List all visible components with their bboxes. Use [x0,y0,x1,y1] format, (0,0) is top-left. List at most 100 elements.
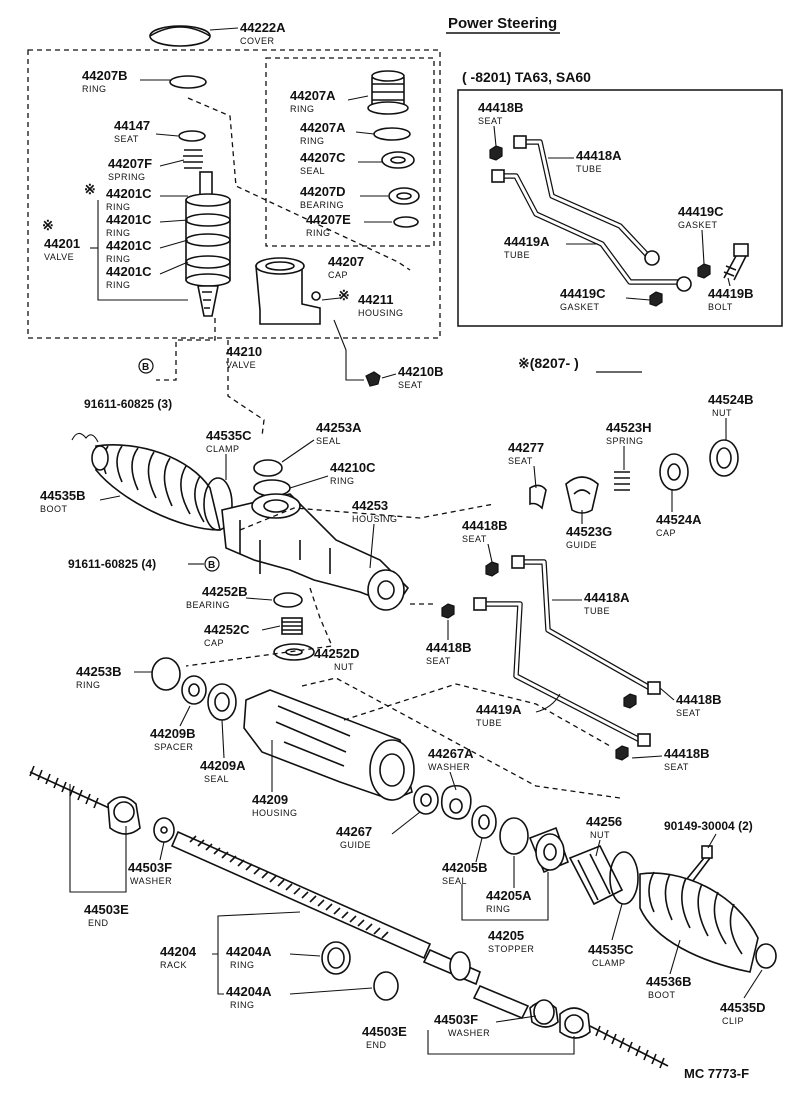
part-name-label: COVER [240,36,275,46]
bolt-ref2-label: 91611-60825 (4) [68,557,156,571]
ring-44207e [393,216,419,228]
part-name-label: BEARING [186,600,230,610]
later-tube-fittings [473,555,661,747]
part-name-label: GASKET [560,302,600,312]
tube-end-fittings [491,135,692,292]
part-name-label: SEAL [300,166,325,176]
part-number-label: 44207 [328,254,364,269]
part-number-label: 44503E [362,1024,407,1039]
part-number-label: 44207E [306,212,351,227]
part-name-label: SEAT [664,762,689,772]
part-name-label: SEAT [508,456,533,466]
part-number-label: 44205B [442,860,488,875]
part-name-label: RING [300,136,325,146]
part-number-label: 44201C [106,238,152,253]
part-name-label: VALVE [44,252,74,262]
part-number-label: 44535C [588,942,634,957]
seat-44418b-d [615,745,629,761]
part-name-label: END [88,918,109,928]
part-name-label: SEAT [114,134,139,144]
washer-44267a [440,784,472,820]
part-name-label: TUBE [584,606,610,616]
part-number-label: 44207D [300,184,346,199]
part-number-label: 44253B [76,664,122,679]
part-name-label: WASHER [448,1028,490,1038]
seat-44277 [529,484,547,510]
part-name-label: TUBE [504,250,530,260]
part-name-label: BOOT [40,504,68,514]
part-name-label: RING [106,280,131,290]
star-mark-2: ※ [42,217,54,233]
svg-text:B: B [208,560,215,571]
part-number-label: 44418B [478,100,524,115]
part-name-label: BOLT [708,302,733,312]
ring-44207a-boot [367,70,409,115]
part-name-label: CLAMP [592,958,626,968]
housing-44209 [243,689,415,801]
part-name-label: BEARING [300,200,344,210]
part-number-label: 44210B [398,364,444,379]
seat-44418b-c [623,693,637,709]
part-name-label: SEAT [426,656,451,666]
part-number-label: 44535D [720,1000,766,1015]
part-number-label: 44201C [106,186,152,201]
part-number-label: 44419B [708,286,754,301]
part-number-label: 44256 [586,814,622,829]
part-number-label: 44503F [434,1012,478,1027]
valve-44201 [185,171,231,317]
cap-housing-44211 [255,257,321,325]
ring-44204a-upper [321,941,351,975]
part-name-label: RACK [160,960,187,970]
spring-44207f [183,149,203,169]
part-number-label: 44524A [656,512,702,527]
seal-44209a [207,683,237,721]
part-name-label: SEAL [442,876,467,886]
ring-44204a-lower [373,971,399,1001]
diagram-title: Power Steering [448,15,557,32]
part-name-label: STOPPER [488,944,534,954]
part-name-label: SPRING [606,436,644,446]
star-mark-3: ※ [338,287,350,303]
part-number-label: 44253A [316,420,362,435]
part-name-label: NUT [712,408,732,418]
part-number-label: 44418B [462,518,508,533]
variant-a-box [457,89,783,327]
part-number-label: 44201C [106,264,152,279]
part-name-label: CAP [328,270,348,280]
tie-rod-right [472,984,669,1069]
part-name-label: SEAL [204,774,229,784]
part-name-label: SPRING [108,172,146,182]
ring-44205a [499,817,529,855]
bearing-44207d [388,187,420,205]
seal-44253a [253,459,283,477]
part-number-label: 44209 [252,792,288,807]
variant-b-label: ※(8207- ) [518,355,579,371]
part-number-label: 44147 [114,118,150,133]
housing-44253 [221,493,410,611]
part-number-label: 44536B [646,974,692,989]
valve-group-box [27,49,441,339]
part-number-label: 44204A [226,984,272,999]
part-number-label: 44523H [606,420,652,435]
part-name-label: RING [106,254,131,264]
part-name-label: SEAT [478,116,503,126]
part-name-label: SEAT [462,534,487,544]
bearing-44252b [273,592,303,608]
part-number-label: 44204 [160,944,197,959]
part-number-label: 44418A [576,148,622,163]
part-name-label: HOUSING [252,808,298,818]
clip-44535d [755,943,777,969]
seal-44205b [471,805,497,839]
spring-44523h [614,471,630,491]
nut-44252d [273,643,315,661]
cap-44252c [281,617,303,635]
part-number-label: 44418B [676,692,722,707]
part-name-label: WASHER [428,762,470,772]
part-number-label: 44535B [40,488,86,503]
bolt-ref3-label: 90149-30004 (2) [664,819,753,833]
part-number-label: 44253 [352,498,388,513]
part-number-label: 44503E [84,902,129,917]
part-number-label: 44201C [106,212,152,227]
gasket-44419c-top [697,263,711,279]
